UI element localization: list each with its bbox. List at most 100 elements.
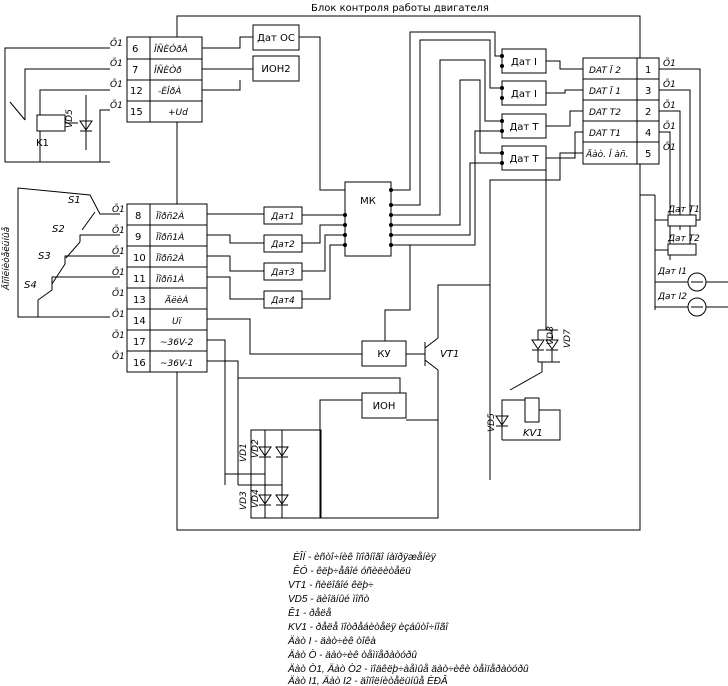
switch-s1: S1 [68, 195, 81, 206]
legend-line-2: VT1 - ñèëîâîé êëþ÷ [288, 580, 374, 591]
ltc-label-3: +Ud [168, 108, 188, 118]
svg-text:Õ1: Õ1 [112, 266, 125, 278]
lbc-pin-1: 9 [135, 232, 141, 243]
lbc-pin-5: 14 [133, 316, 146, 327]
legend-line-7: Äàò Ò - äàò÷èê òåìïåðàòóðû [287, 648, 417, 661]
ltc-x-0: Õ1 [110, 37, 123, 49]
sensor-dat1: Дат1 [270, 212, 295, 222]
sensor-dat3: Дат3 [270, 268, 295, 278]
svg-text:VD8: VD8 [546, 326, 556, 345]
legend: ÈÎÍ - èñòî÷íèê îïîðíîãî íàïðÿæåíèÿ ÊÓ - … [287, 550, 529, 686]
lbc-pin-4: 13 [133, 295, 146, 306]
svg-text:VD3: VD3 [239, 491, 249, 510]
transistor-vt1: VT1 [406, 284, 490, 420]
svg-text:КУ: КУ [377, 349, 390, 360]
ltc-pin-2: 12 [130, 86, 143, 97]
ltc-pin-3: 15 [130, 107, 143, 118]
diode-bridge: VD1 VD2 VD3 VD4 [225, 429, 322, 519]
ltc-label-2: -ÈÎðÀ [158, 85, 181, 97]
rc-pin-1: 3 [645, 86, 651, 97]
lbc-label-7: ~36V-1 [160, 359, 193, 369]
lbc-label-2: Ïîðñ2À [156, 252, 184, 264]
lbc-pin-7: 16 [133, 358, 146, 369]
svg-text:Õ1: Õ1 [663, 57, 676, 69]
legend-line-6: Äàò I - äàò÷èê òîêà [287, 635, 376, 647]
ltc-pin-0: 6 [132, 44, 138, 55]
svg-text:ИОН2: ИОН2 [261, 64, 290, 75]
svg-text:VD7: VD7 [563, 329, 573, 348]
lbc-label-5: Uï [172, 317, 183, 327]
svg-text:Õ1: Õ1 [112, 329, 125, 341]
ltc-x-1: Õ1 [110, 57, 123, 69]
right-sensor-boxes: Дат I Дат I Дат Т Дат Т [500, 48, 547, 171]
rc-pin-3: 4 [645, 128, 651, 139]
svg-text:Õ1: Õ1 [112, 308, 125, 320]
ku-block: КУ [361, 340, 407, 367]
svg-text:Дат ОС: Дат ОС [257, 33, 295, 44]
left-top-connector: 6 7 12 15 ÎÑÈÒðÀ ÎÑÈÒð -ÈÎðÀ +Ud Õ1 Õ1 Õ… [110, 36, 203, 123]
lbc-pin-3: 11 [133, 274, 146, 285]
svg-text:Õ1: Õ1 [112, 350, 125, 362]
mid-sensors: Дат1 Дат2 Дат3 Дат4 [207, 206, 345, 309]
right-sensor-0: Дат I [511, 57, 537, 68]
rc-label-1: DAT Ï 1 [589, 86, 621, 97]
legend-line-5: KV1 - ðåëå ïîòðåáèòåëÿ èçáûòî÷íîãî [288, 621, 449, 633]
svg-text:VD1: VD1 [239, 443, 249, 462]
svg-text:Õ1: Õ1 [112, 224, 125, 236]
svg-text:Õ1: Õ1 [663, 120, 676, 132]
lbc-label-0: Ïîðñ2À [156, 210, 184, 222]
lbc-label-6: ~36V-2 [160, 338, 194, 348]
legend-line-8: Äàò Ò1, Äàò Ò2 - ïîäêëþ÷àåìûå äàò÷èêè òå… [287, 662, 529, 675]
right-connector: DAT Ï 2 DAT Ï 1 DAT T2 DAT T1 Äàò. Î àñ.… [582, 57, 676, 165]
ext-sensor-t1: Дат Т1 [667, 205, 700, 215]
right-sensor-3: Дат Т [509, 154, 539, 165]
sensor-dat2: Дат2 [270, 240, 295, 250]
ltc-label-1: ÎÑÈÒð [154, 64, 182, 76]
svg-text:VT1: VT1 [440, 349, 459, 360]
svg-text:VD4: VD4 [251, 489, 261, 508]
ion2-block: ИОН2 [252, 55, 300, 82]
ltc-pin-1: 7 [132, 65, 138, 76]
switch-s3: S3 [38, 251, 51, 262]
svg-text:Õ1: Õ1 [112, 287, 125, 299]
rc-pin-0: 1 [645, 65, 651, 76]
rc-pin-2: 2 [645, 107, 651, 118]
rc-label-4: Äàò. Î àñ. [585, 148, 629, 160]
ltc-x-2: Õ1 [110, 78, 123, 90]
lbc-pin-0: 8 [135, 211, 141, 222]
left-bottom-connector: 8 9 10 11 13 14 17 16 Ïîðñ2À Ïîðñ1À Ïîðñ… [112, 203, 208, 373]
switch-s2: S2 [52, 224, 65, 235]
svg-text:Õ1: Õ1 [112, 203, 125, 215]
sensor-dat4: Дат4 [270, 296, 295, 306]
relay-k1: K1 VD5 [4, 47, 110, 163]
svg-text:Õ1: Õ1 [663, 141, 676, 153]
svg-text:VD2: VD2 [251, 439, 261, 458]
ion-block: ИОН [361, 392, 407, 419]
right-sensor-1: Дат I [511, 89, 537, 100]
rc-label-0: DAT Ï 2 [589, 65, 621, 76]
lbc-label-1: Ïîðñ1À [156, 231, 184, 243]
svg-text:KV1: KV1 [523, 428, 543, 439]
legend-line-1: ÊÓ - êëþ÷åâîé óñèëèòåëü [293, 564, 411, 577]
lbc-label-3: Ïîðñ1À [156, 273, 184, 285]
lbc-label-4: ÄëèÀ [164, 294, 188, 306]
ltc-label-0: ÎÑÈÒðÀ [154, 43, 188, 55]
svg-text:Õ1: Õ1 [663, 99, 676, 111]
rc-pin-4: 5 [645, 149, 651, 160]
switch-group: S1 S2 S3 S4 Äîïîëíèòåëüíûå [1, 187, 120, 318]
svg-text:ИОН: ИОН [373, 401, 396, 412]
legend-line-4: Ê1 - ðåëå [288, 606, 332, 619]
svg-text:K1: K1 [36, 138, 49, 149]
mk-block: МК [343, 181, 393, 257]
lbc-pin-2: 10 [133, 253, 146, 264]
dat-os-block: Дат ОС [252, 24, 300, 51]
svg-text:Õ1: Õ1 [112, 245, 125, 257]
legend-line-9: Äàò I1, Äàò I2 - äîïîëíèòåëüíûå ÈÐÂ [287, 674, 448, 686]
legend-line-0: ÈÎÍ - èñòî÷íèê îïîðíîãî íàïðÿæåíèÿ [293, 550, 437, 563]
lbc-pin-6: 17 [133, 337, 146, 348]
rc-label-3: DAT T1 [589, 129, 621, 139]
external-sensors: Дат Т1 Дат Т2 Дат I1 Дат I2 [654, 68, 728, 317]
svg-text:МК: МК [360, 196, 376, 207]
relay-kv1-area: VD8 VD7 VD5 KV1 [487, 168, 573, 441]
